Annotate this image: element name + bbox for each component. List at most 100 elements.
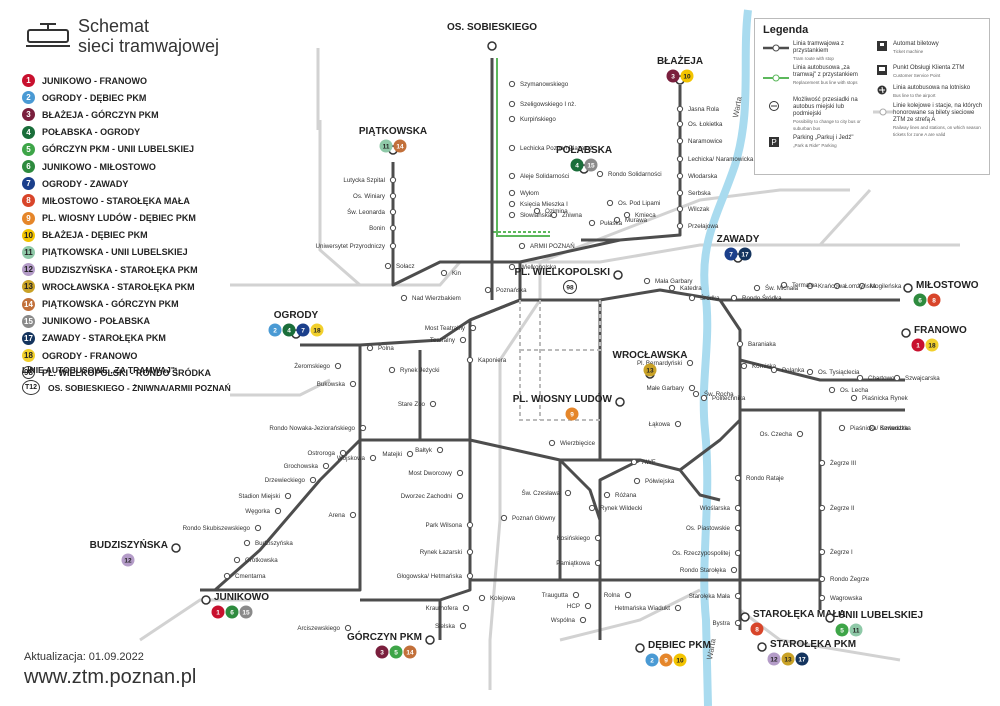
- map-badge-circle: [239, 605, 253, 619]
- terminal-zawady: ZAWADY: [717, 234, 760, 263]
- map-line-badge-10: 10: [673, 653, 687, 667]
- map-line-badge-10: 10: [680, 69, 694, 83]
- map-badge-number: 13: [784, 656, 792, 663]
- station-dot: [674, 604, 682, 612]
- station-name: Most Teatralny: [425, 325, 466, 332]
- legend-railway: Linie kolejowe i stacje, na których hono…: [893, 103, 983, 137]
- station-name: Głogowska/ Hetmańska: [397, 573, 463, 580]
- map-line-badge-13: 13: [781, 652, 795, 666]
- legend-park-ride: Parking „Parkuj i Jedź"„Park & Ride" Par…: [793, 135, 854, 148]
- map-badge-circle: [565, 407, 579, 421]
- bus-line-name: OS. SOBIESKIEGO - ŻNIWNA/ARMII POZNAŃ: [48, 382, 231, 393]
- map-badge-number: 98: [566, 284, 574, 291]
- station-name: Wojskowa: [337, 455, 366, 462]
- station-dot: [400, 294, 408, 302]
- station-name: Rynek Jeżycki: [400, 367, 440, 374]
- map-line-badge-4: 4: [570, 158, 584, 172]
- station-name: Polanka: [782, 367, 805, 374]
- station-name: Kaponiera: [478, 357, 507, 364]
- station-dot: [588, 504, 596, 512]
- station-dot: [850, 394, 858, 402]
- station-markers: [223, 80, 901, 632]
- terminal-name: POŁABSKA: [556, 145, 612, 156]
- station-dot: [500, 514, 508, 522]
- map-line-badge-14: 14: [393, 139, 407, 153]
- station-dot: [243, 539, 251, 547]
- station-dot: [606, 199, 614, 207]
- map-badge-number: 17: [798, 656, 806, 663]
- station-name: Szwedzka: [880, 425, 909, 432]
- terminal-loop-icon: [487, 41, 497, 51]
- station-name: Wielkopolska: [520, 264, 557, 271]
- map-badge-circle: [584, 158, 598, 172]
- station-dot: [734, 504, 742, 512]
- station-dot: [389, 192, 397, 200]
- station-dot: [508, 172, 516, 180]
- station-dot: [730, 566, 738, 574]
- station-dot: [389, 242, 397, 250]
- line-name-18: OGRODY - FRANOWO: [42, 350, 138, 361]
- map-badge-number: 9: [570, 411, 574, 418]
- line-badge-13: 13: [22, 280, 35, 294]
- station-dot: [436, 446, 444, 454]
- station-name: Most Dworcowy: [408, 470, 453, 477]
- terminal-name: WROCŁAWSKA: [613, 350, 688, 361]
- map-badge-number: 3: [380, 649, 384, 656]
- station-dot: [594, 559, 602, 567]
- station-name: Lutycka Szpital: [343, 177, 385, 184]
- website-link[interactable]: www.ztm.poznan.pl: [24, 666, 197, 688]
- map-badge-circle: [268, 323, 282, 337]
- station-name: Starołęka Mała: [689, 593, 731, 600]
- terminal-loop-icon: [635, 643, 645, 653]
- river-label: Warta: [731, 96, 744, 119]
- station-dot: [459, 622, 467, 630]
- terminal-unii: UNII LUBELSKIEJ: [825, 610, 923, 623]
- station-dot: [466, 521, 474, 529]
- line-badge-11: 11: [22, 245, 35, 259]
- map-line-badge-6: 6: [225, 605, 239, 619]
- station-dot: [466, 572, 474, 580]
- station-dot: [572, 591, 580, 599]
- station-name: Arena: [328, 512, 345, 519]
- station-dot: [818, 594, 826, 602]
- station-name: Os. Lecha: [840, 387, 869, 394]
- terminal-debiec: DĘBIEC PKM: [635, 640, 711, 653]
- map-line-badge-15: 15: [239, 605, 253, 619]
- line-name-7: OGRODY - ZAWADY: [42, 178, 129, 189]
- station-name: Rynek Wildecki: [600, 505, 642, 512]
- terminal-loop-icon: [740, 612, 750, 622]
- map-line-badge-8: 8: [750, 622, 764, 636]
- map-badge-number: 14: [406, 649, 414, 656]
- station-name: Kórnicka: [752, 363, 777, 370]
- station-dot: [518, 242, 526, 250]
- map-line-badge-11: 11: [379, 139, 393, 153]
- bus-line-row: T12 OS. SOBIESKIEGO - ŻNIWNA/ARMII POZNA…: [22, 380, 231, 395]
- station-name: Stadion Miejski: [238, 493, 280, 500]
- station-name: Św. Leonarda: [347, 208, 385, 216]
- station-dot: [429, 400, 437, 408]
- station-name: Mogileńska: [870, 283, 902, 290]
- station-name: Św. Michała: [765, 284, 799, 292]
- map-line-badge-98: 98: [563, 280, 577, 294]
- line-badge-2: 2: [22, 91, 35, 105]
- station-dot: [579, 616, 587, 624]
- map-line-badge-1: 1: [911, 338, 925, 352]
- station-name: AWF: [642, 459, 656, 466]
- terminal-name: STAROŁĘKA MAŁA: [753, 609, 846, 620]
- line-badge-17: 17: [22, 331, 35, 345]
- map-badge-circle: [724, 247, 738, 261]
- map-badge-circle: [911, 338, 925, 352]
- map-line-badge-11: 11: [849, 623, 863, 637]
- map-badge-circle: [211, 605, 225, 619]
- station-dot: [676, 155, 684, 163]
- railway-lines: [139, 48, 960, 690]
- map-badge-circle: [849, 623, 863, 637]
- station-name: Hetmańska Wiadukt: [615, 605, 671, 612]
- station-dot: [274, 507, 282, 515]
- bus-line-badge: T12: [22, 380, 40, 395]
